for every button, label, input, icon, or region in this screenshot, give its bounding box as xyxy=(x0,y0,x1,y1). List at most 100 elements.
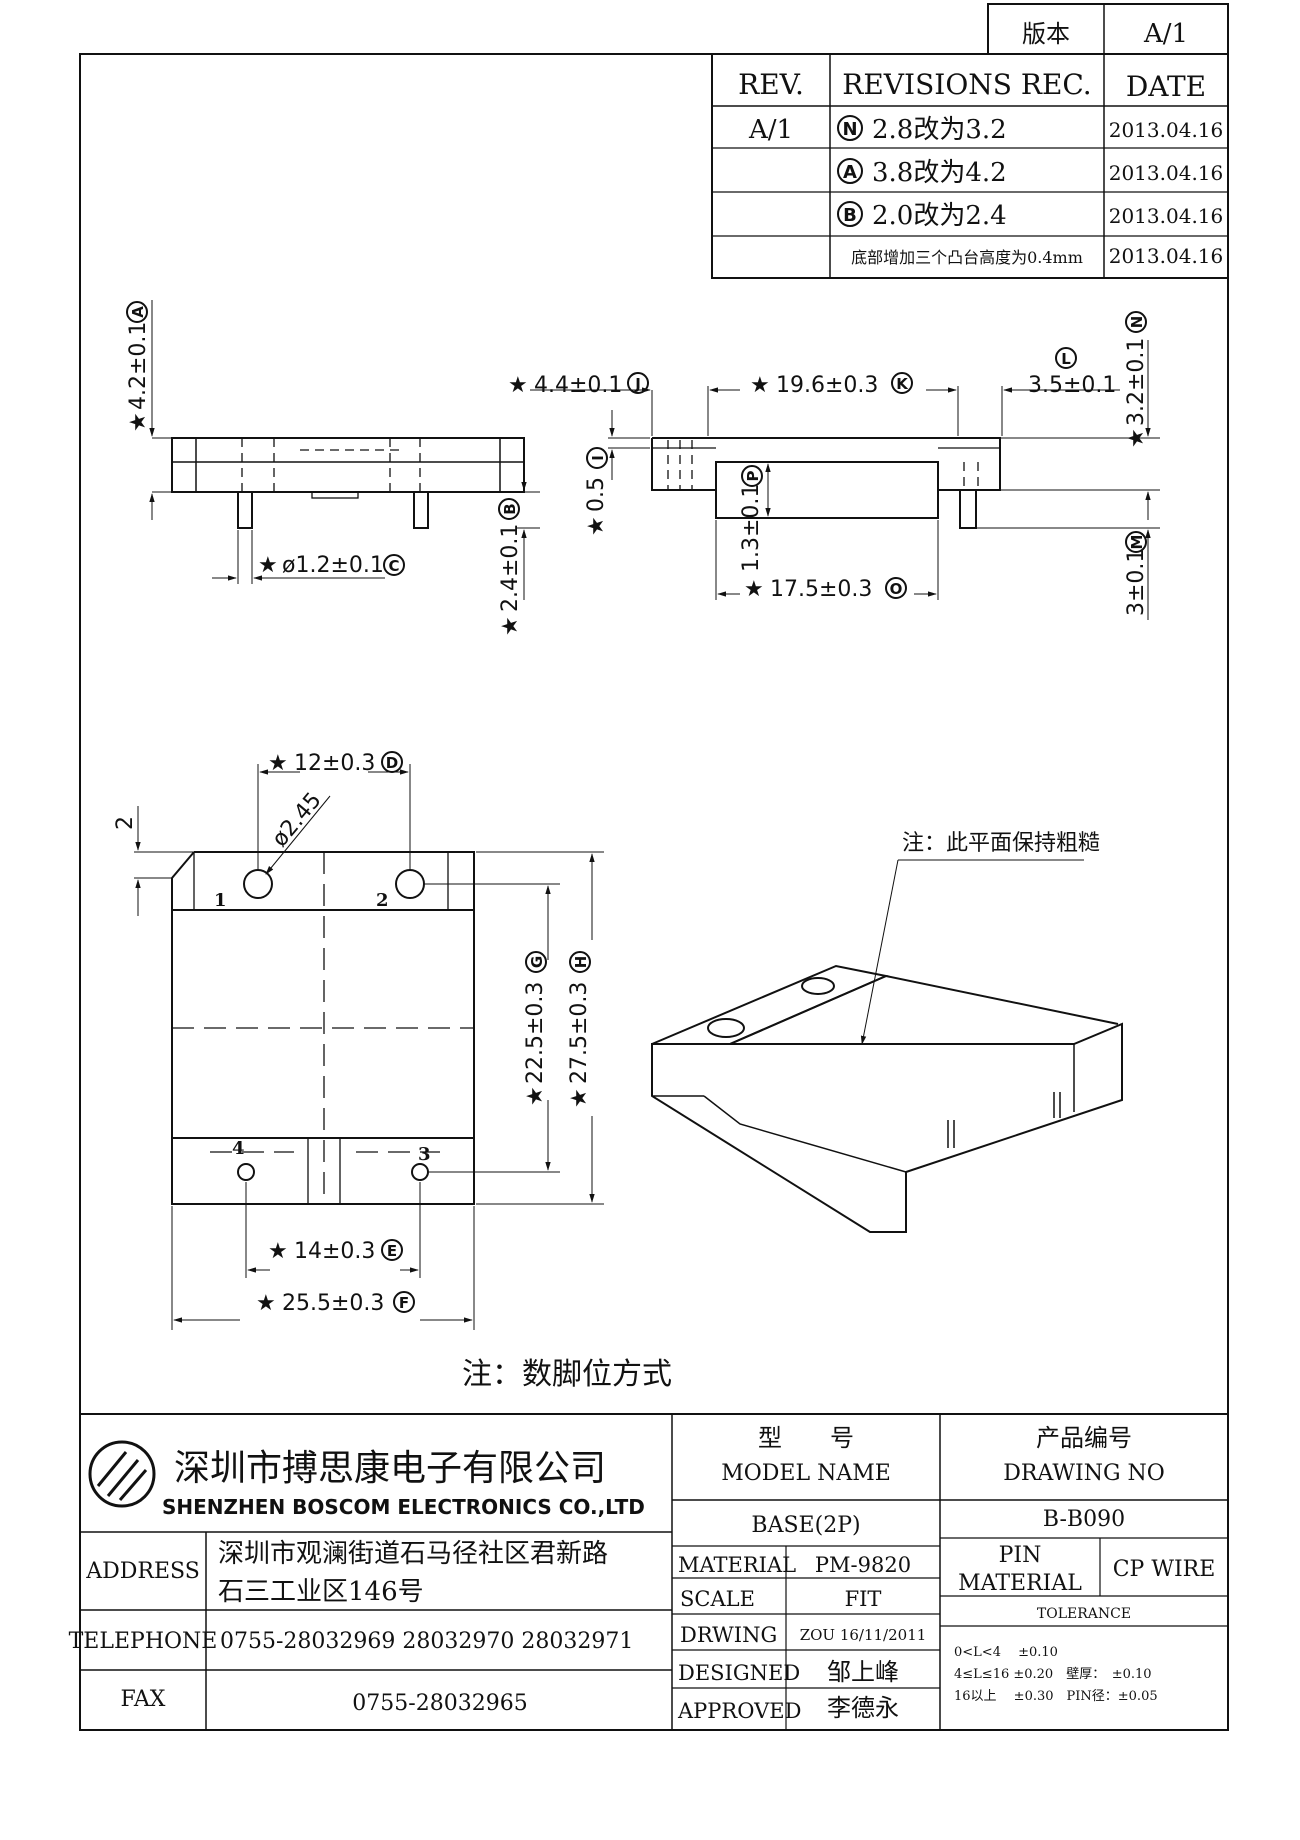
dim-j-letter: J xyxy=(634,375,641,393)
dim-hole: ø2.45 xyxy=(267,788,326,852)
dim-o-text: 17.5±0.3 xyxy=(770,577,872,602)
dim-c-mark xyxy=(383,554,405,576)
dim-k: ★ 19.6±0.3 K xyxy=(750,372,913,398)
dim-f: ★ 25.5±0.3 F xyxy=(256,1291,415,1316)
dim-p-text: 1.3±0.1 xyxy=(739,484,764,572)
scale-value: FIT xyxy=(845,1587,882,1611)
note-rough-surface: 注：此平面保持粗糙 xyxy=(902,831,1100,856)
pin-number: 1 xyxy=(214,890,227,911)
top-view xyxy=(134,764,604,1330)
dim-e-mark xyxy=(381,1239,403,1261)
dim-b-mark xyxy=(498,498,520,520)
note-rough-text: 注：此平面保持粗糙 xyxy=(902,831,1100,856)
dim-d-text: 12±0.3 xyxy=(294,751,375,776)
dim-o-letter: O xyxy=(890,580,903,598)
address-line2: 石三工业区146号 xyxy=(218,1577,424,1607)
dim-i: I 0.5 ★ xyxy=(584,447,609,536)
fax-label: FAX xyxy=(121,1687,166,1712)
revision-mark-b xyxy=(837,201,863,227)
dim-n: N 3.2±0.1 ★ xyxy=(1124,311,1149,448)
dim-i-text: 0.5 xyxy=(584,477,609,512)
designed-value: 邹上峰 xyxy=(827,1658,899,1686)
dim-g-letter: G xyxy=(528,956,546,968)
company-logo xyxy=(88,1440,156,1508)
dim-k-text: 19.6±0.3 xyxy=(776,373,878,398)
dim-two-text: 2 xyxy=(113,816,138,830)
revision-mark-b-letter: B xyxy=(843,205,857,226)
model-label-en: MODEL NAME xyxy=(721,1461,891,1486)
version-label: 版本 xyxy=(1022,20,1070,48)
material-value: PM-9820 xyxy=(815,1553,911,1577)
address-line1: 深圳市观澜街道石马径社区君新路 xyxy=(218,1539,608,1569)
revisions-rec-header: REVISIONS REC. xyxy=(842,68,1091,101)
tolerance-line-1: 0<L<4 ±0.10 xyxy=(954,1645,1058,1660)
dim-e: ★ 14±0.3 E xyxy=(268,1239,403,1264)
pin-hole-icon xyxy=(411,1163,429,1181)
dim-b-text: 2.4±0.1 xyxy=(498,524,523,612)
approved-value: 李德永 xyxy=(827,1694,899,1722)
revisions-headers: REV. REVISIONS REC. DATE xyxy=(738,68,1206,103)
date-header: DATE xyxy=(1126,70,1206,103)
revisions-table xyxy=(711,53,1229,279)
revision-mark-n-letter: N xyxy=(842,119,857,140)
star-mark: ★ xyxy=(498,616,523,636)
dim-b-letter: B xyxy=(501,503,519,514)
telephone-label: TELEPHONE xyxy=(69,1629,218,1654)
dim-d-mark xyxy=(381,751,403,773)
revision-mark-n xyxy=(837,115,863,141)
dim-o: ★ 17.5±0.3 O xyxy=(744,577,907,602)
revision-row-text: 3.8改为4.2 xyxy=(872,158,1007,188)
dim-m-mark xyxy=(1125,531,1147,553)
dim-n-text: 3.2±0.1 xyxy=(1124,338,1149,426)
dim-f-text: 25.5±0.3 xyxy=(282,1291,384,1316)
star-mark: ★ xyxy=(256,1291,276,1316)
star-mark: ★ xyxy=(1124,428,1149,448)
dim-h-mark xyxy=(569,951,591,973)
dim-h-text: 27.5±0.3 xyxy=(567,982,592,1084)
pin-material-label-1: PIN xyxy=(999,1543,1042,1568)
pin-number: 4 xyxy=(232,1138,245,1159)
revision-row-date: 2013.04.16 xyxy=(1109,118,1224,142)
dim-i-letter: I xyxy=(589,455,607,461)
pin-hole-icon xyxy=(395,869,425,899)
dim-p-letter: P xyxy=(744,471,762,482)
dim-l-letter: L xyxy=(1061,350,1071,368)
revision-mark-a-letter: A xyxy=(843,162,857,183)
dim-two: 2 xyxy=(113,816,138,830)
isometric-view xyxy=(651,859,1123,1233)
dim-p-mark xyxy=(741,465,763,487)
dim-j: ★ 4.4±0.1 J xyxy=(508,372,649,398)
dim-h: H 27.5±0.3 ★ xyxy=(567,951,592,1108)
dim-g-text: 22.5±0.3 xyxy=(523,982,548,1084)
tolerance-line-3: 16以上 ±0.30 PIN径：±0.05 xyxy=(954,1689,1158,1704)
title-block xyxy=(80,1413,1228,1730)
drawing-label-en: DRAWING NO xyxy=(1003,1461,1165,1486)
dim-l-text: 3.5±0.1 xyxy=(1028,373,1116,398)
dim-c-letter: C xyxy=(388,557,399,575)
revision-row-date: 2013.04.16 xyxy=(1109,204,1224,228)
dim-a-text: 4.2±0.1 xyxy=(126,322,151,410)
dim-k-letter: K xyxy=(896,375,909,393)
dim-hole-text: ø2.45 xyxy=(267,788,326,852)
drawing-value: B-B090 xyxy=(1043,1507,1125,1532)
revision-mark-a xyxy=(837,158,863,184)
star-mark: ★ xyxy=(584,516,609,536)
dim-n-letter: N xyxy=(1128,316,1146,329)
revision-row-date: 2013.04.16 xyxy=(1109,161,1224,185)
dim-g-mark xyxy=(525,951,547,973)
dim-h-letter: H xyxy=(572,956,590,969)
drwing-label: DRWING xyxy=(680,1623,777,1647)
pin-hole-icon xyxy=(237,1163,255,1181)
star-mark: ★ xyxy=(744,577,764,602)
dim-l-mark xyxy=(1055,347,1077,369)
revision-row-rev: A/1 xyxy=(748,115,793,145)
dim-n-mark xyxy=(1125,311,1147,333)
model-label-cn: 型 号 xyxy=(758,1424,854,1452)
pin-hole-icon xyxy=(243,869,273,899)
pin-number: 3 xyxy=(418,1144,431,1165)
company-name-en: SHENZHEN BOSCOM ELECTRONICS CO.,LTD xyxy=(162,1495,645,1519)
dim-i-mark xyxy=(586,447,608,469)
star-mark: ★ xyxy=(750,373,770,398)
tolerance-label: TOLERANCE xyxy=(1037,1606,1131,1622)
